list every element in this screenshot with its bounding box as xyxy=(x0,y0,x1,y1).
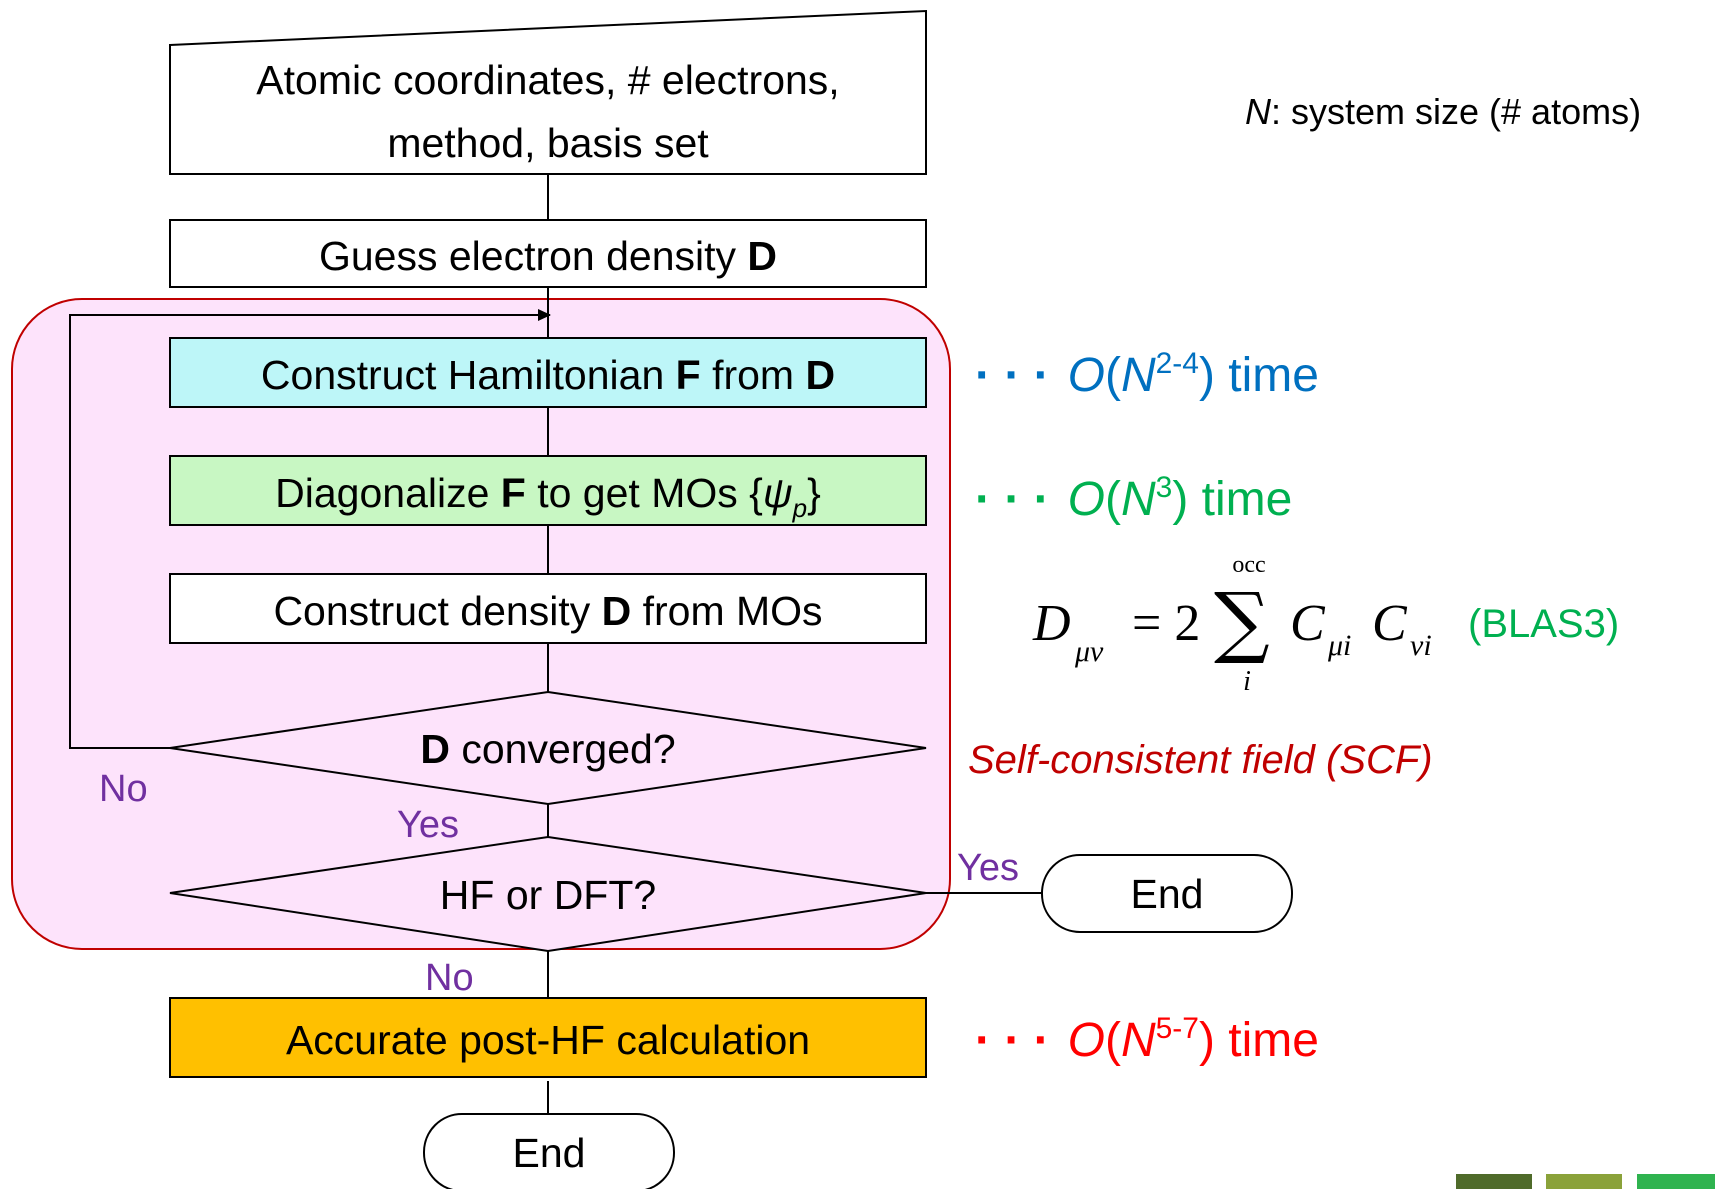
converged-label: D converged? xyxy=(420,726,675,772)
construct-hamiltonian-box xyxy=(169,337,927,408)
corner-thumbnails xyxy=(1456,1174,1715,1189)
end-terminal-right xyxy=(1041,854,1293,933)
svg-text:(BLAS3): (BLAS3) xyxy=(1468,602,1619,646)
no-loop-label: No xyxy=(99,768,148,810)
cost-hamiltonian: · · ·O(N2-4) time xyxy=(975,347,1319,402)
svg-text:D: D xyxy=(1032,595,1071,652)
thumbnail-2 xyxy=(1546,1174,1622,1189)
svg-text:= 2: = 2 xyxy=(1132,595,1200,652)
construct-density-label: Construct density D from MOs xyxy=(273,588,822,634)
density-formula: D μν = 2 ∑ occ i C μi C νi (BLAS3) xyxy=(1032,552,1619,697)
post-hf-box xyxy=(169,997,927,1078)
svg-text:μν: μν xyxy=(1074,635,1104,668)
svg-text:νi: νi xyxy=(1410,629,1432,662)
yes-converged-label: Yes xyxy=(397,804,459,846)
svg-text:C: C xyxy=(1372,595,1408,652)
thumbnail-3 xyxy=(1637,1174,1715,1189)
connectors xyxy=(69,174,1042,1114)
yes-hf-label: Yes xyxy=(957,847,1019,889)
end-terminal-bottom xyxy=(423,1113,675,1189)
svg-text:μi: μi xyxy=(1327,629,1351,662)
scf-label: Self-consistent field (SCF) xyxy=(968,738,1433,782)
cost-post-hf: · · ·O(N5-7) time xyxy=(975,1012,1319,1067)
hf-dft-decision xyxy=(169,835,927,953)
svg-text:C: C xyxy=(1290,595,1326,652)
end-bottom-label: End xyxy=(513,1130,586,1176)
input-box xyxy=(169,9,927,175)
construct-density-box xyxy=(169,573,927,644)
construct-hamiltonian-label: Construct Hamiltonian F from D xyxy=(261,352,835,398)
system-size-note: N: system size (# atoms) xyxy=(1245,91,1641,132)
svg-text:i: i xyxy=(1243,666,1251,697)
input-line1: Atomic coordinates, # electrons, xyxy=(256,57,839,103)
post-hf-label: Accurate post-HF calculation xyxy=(286,1017,810,1063)
svg-text:occ: occ xyxy=(1232,552,1265,578)
diagonalize-label: Diagonalize F to get MOs {ψp} xyxy=(275,470,821,523)
hf-dft-label: HF or DFT? xyxy=(440,872,656,918)
no-hf-label: No xyxy=(425,957,474,999)
input-line2: method, basis set xyxy=(387,120,709,166)
converged-decision xyxy=(169,690,927,806)
svg-text:∑: ∑ xyxy=(1214,577,1270,667)
thumbnail-1 xyxy=(1456,1174,1532,1189)
end-right-label: End xyxy=(1131,871,1204,917)
cost-diagonalize: · · ·O(N3) time xyxy=(975,471,1292,526)
guess-density-box xyxy=(169,219,927,288)
diagonalize-box xyxy=(169,455,927,526)
guess-density-label: Guess electron density D xyxy=(319,233,777,279)
